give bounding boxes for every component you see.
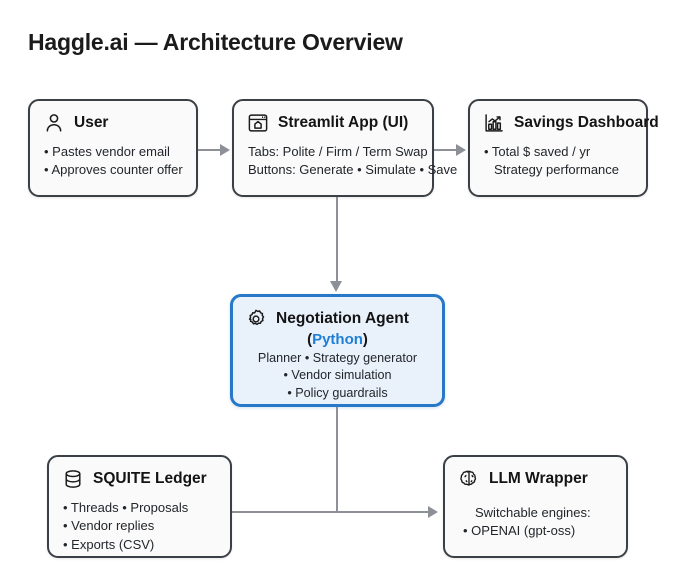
node-user[interactable]: User • Pastes vendor email • Approves co…: [28, 99, 198, 197]
node-agent-subtitle-prefix: (: [307, 331, 313, 348]
node-dashboard-line-2: Strategy performance: [494, 162, 620, 178]
node-dashboard-title: Savings Dashboard: [514, 114, 659, 132]
node-agent-line-3: • Policy guardrails: [287, 385, 388, 400]
node-user-line-1: • Pastes vendor email: [44, 144, 170, 159]
node-ledger-line-2: • Vendor replies: [63, 518, 155, 534]
node-dashboard-header: Savings Dashboard: [470, 101, 659, 134]
browser-window-icon: [247, 112, 269, 134]
arrow-head-streamlit-to-dashboard: [456, 144, 466, 156]
node-dashboard-line-1: • Total $ saved / yr: [484, 144, 591, 159]
node-savings-dashboard[interactable]: Savings Dashboard • Total $ saved / yr S…: [468, 99, 659, 197]
node-negotiation-agent[interactable]: Negotiation Agent (Python) Planner • Str…: [230, 294, 445, 407]
node-user-line-2: • Approves counter offer: [44, 162, 183, 178]
page-title: Haggle.ai — Architecture Overview: [28, 29, 403, 55]
arrow-head-user-to-streamlit: [220, 144, 230, 156]
node-llm-wrapper[interactable]: LLM Wrapper Switchable engines: • OPENAI…: [443, 455, 628, 558]
bar-chart-icon: [483, 112, 505, 134]
arrow-head-streamlit-to-agent: [330, 281, 342, 292]
node-ledger-header: SQUITE Ledger: [49, 457, 230, 490]
arrow-head-ledger-to-llm: [428, 506, 438, 518]
node-agent-subtitle-suffix: ): [362, 331, 368, 348]
node-llm-title: LLM Wrapper: [489, 470, 588, 488]
node-llm-body: Switchable engines: • OPENAI (gpt-oss): [445, 490, 626, 541]
connector-streamlit-to-dashboard: [434, 149, 458, 151]
database-icon: [62, 468, 84, 490]
connector-streamlit-to-agent: [336, 197, 338, 282]
gear-icon: [245, 308, 267, 330]
node-agent-line-1: Planner • Strategy generator: [257, 351, 418, 365]
node-ledger-line-1: • Threads • Proposals: [63, 500, 189, 515]
connector-agent-to-bus: [336, 407, 338, 512]
node-ledger-body: • Threads • Proposals • Vendor replies •…: [49, 490, 230, 554]
node-ledger-title: SQUITE Ledger: [93, 470, 207, 488]
node-streamlit-title: Streamlit App (UI): [278, 114, 409, 132]
node-user-body: • Pastes vendor email • Approves counter…: [30, 134, 196, 180]
node-agent-language-label: Python: [312, 331, 363, 348]
node-squite-ledger[interactable]: SQUITE Ledger • Threads • Proposals • Ve…: [47, 455, 232, 558]
node-streamlit-header: Streamlit App (UI): [234, 101, 432, 134]
connector-ledger-to-llm: [232, 511, 431, 513]
node-streamlit-body: Tabs: Polite / Firm / Term Swap Buttons:…: [234, 134, 458, 180]
node-ledger-line-3: • Exports (CSV): [63, 536, 155, 552]
node-llm-line-1: Switchable engines:: [475, 505, 591, 520]
node-agent-subtitle: (Python): [233, 331, 442, 348]
node-streamlit-app[interactable]: Streamlit App (UI) Tabs: Polite / Firm /…: [232, 99, 458, 197]
node-streamlit-line-2: Buttons: Generate • Simulate • Save: [248, 162, 458, 178]
node-agent-body: Planner • Strategy generator • Vendor si…: [233, 348, 442, 402]
node-agent-line-2: • Vendor simulation: [283, 368, 392, 383]
node-llm-line-2: • OPENAI (gpt-oss): [463, 523, 576, 539]
node-user-title: User: [74, 114, 109, 132]
node-agent-header: Negotiation Agent: [233, 297, 442, 330]
node-dashboard-body: • Total $ saved / yr Strategy performanc…: [470, 134, 646, 180]
node-user-header: User: [30, 101, 196, 134]
node-agent-title: Negotiation Agent: [276, 310, 409, 328]
node-streamlit-line-1: Tabs: Polite / Firm / Term Swap: [248, 144, 428, 159]
person-icon: [43, 112, 65, 134]
brain-icon: [458, 468, 480, 490]
node-llm-header: LLM Wrapper: [445, 457, 626, 490]
connector-user-to-streamlit: [198, 149, 222, 151]
